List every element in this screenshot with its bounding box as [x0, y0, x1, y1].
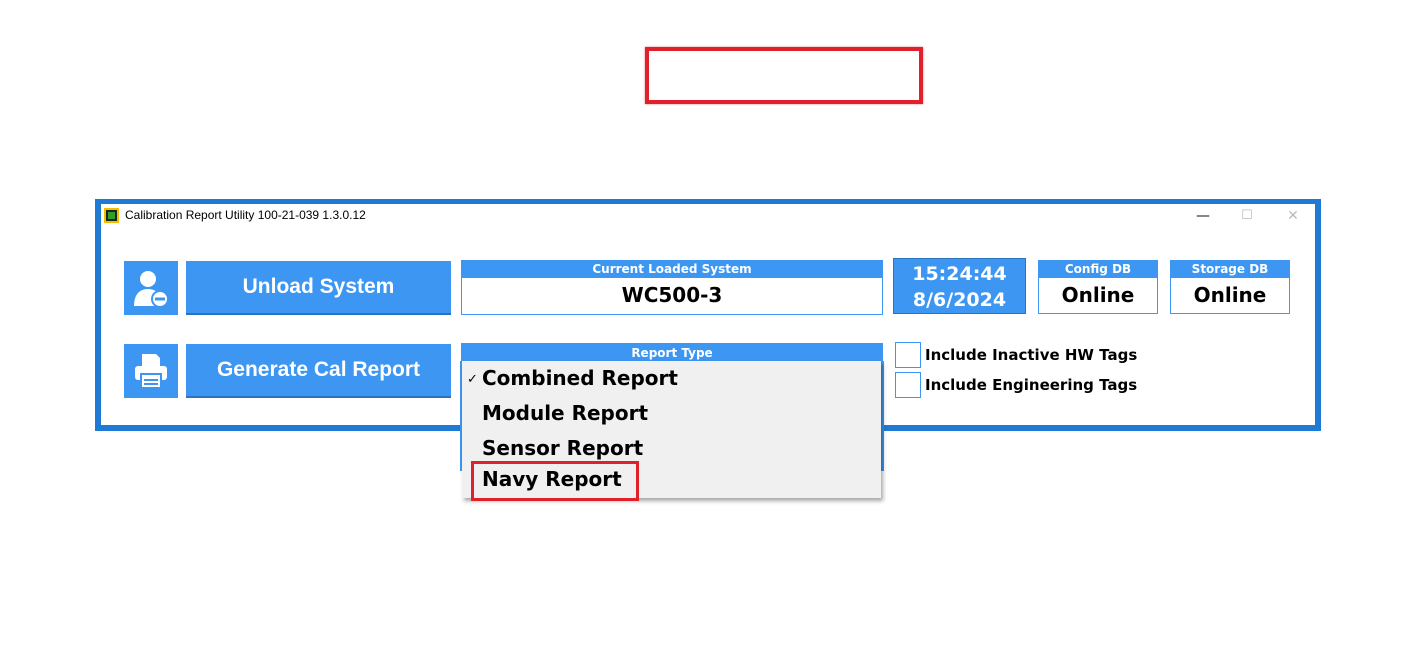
- current-loaded-system-header: Current Loaded System: [462, 261, 882, 278]
- storage-db-panel: Storage DB Online: [1170, 260, 1290, 314]
- include-engineering-tags-checkbox[interactable]: [895, 372, 921, 398]
- maximize-button[interactable]: ☐: [1241, 208, 1253, 223]
- config-db-panel: Config DB Online: [1038, 260, 1158, 314]
- annotation-highlight-navy-report: [471, 461, 639, 501]
- unload-system-button[interactable]: Unload System: [186, 261, 451, 315]
- selected-checkmark-icon: ✓: [467, 372, 478, 387]
- menu-item-combined-report[interactable]: Combined Report: [482, 366, 678, 390]
- menu-item-sensor-report[interactable]: Sensor Report: [482, 436, 644, 460]
- storage-db-status: Online: [1193, 283, 1267, 307]
- storage-db-header: Storage DB: [1171, 261, 1289, 278]
- clock-date: 8/6/2024: [912, 289, 1007, 311]
- report-type-dropdown-menu: [462, 361, 881, 498]
- generate-cal-report-button[interactable]: Generate Cal Report: [186, 344, 451, 398]
- clock-time: 15:24:44: [912, 263, 1007, 285]
- include-inactive-hw-tags-label: Include Inactive HW Tags: [925, 346, 1138, 364]
- menu-item-module-report[interactable]: Module Report: [482, 401, 649, 425]
- menu-item-navy-report[interactable]: Navy Report: [482, 467, 622, 491]
- unload-icon-button[interactable]: [124, 261, 178, 315]
- user-remove-icon: [134, 271, 169, 308]
- report-type-header: Report Type: [461, 343, 883, 361]
- minimize-button[interactable]: —: [1196, 208, 1210, 224]
- report-type-border-right: [881, 361, 884, 471]
- include-engineering-tags-label: Include Engineering Tags: [925, 376, 1138, 394]
- window-title: Calibration Report Utility 100-21-039 1.…: [125, 208, 366, 222]
- generate-icon-button[interactable]: [124, 344, 178, 398]
- config-db-header: Config DB: [1039, 261, 1157, 278]
- title-bar: [101, 204, 1315, 229]
- current-loaded-system-panel: Current Loaded System WC500-3: [461, 260, 883, 315]
- annotation-highlight-box: [645, 47, 923, 104]
- printer-icon: [135, 354, 167, 389]
- report-type-border-left: [460, 361, 462, 471]
- include-inactive-hw-tags-checkbox[interactable]: [895, 342, 921, 368]
- config-db-status: Online: [1061, 283, 1135, 307]
- app-icon: [104, 208, 119, 223]
- current-loaded-system-value: WC500-3: [621, 283, 723, 307]
- clock-display: 15:24:44 8/6/2024: [893, 258, 1026, 314]
- close-button[interactable]: ✕: [1287, 208, 1299, 224]
